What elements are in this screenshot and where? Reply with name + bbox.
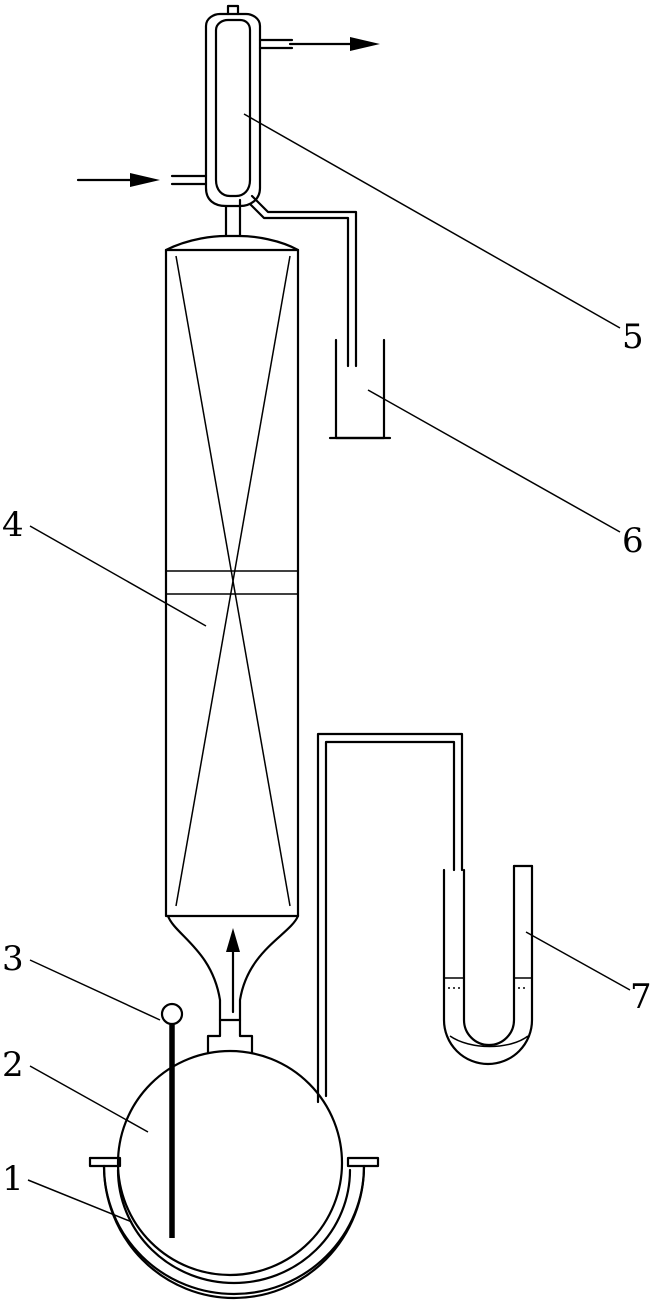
heating-mantle [88, 1156, 380, 1300]
label-5: 5 [622, 317, 644, 357]
label-6: 6 [622, 521, 644, 561]
u-tube-manometer [316, 732, 534, 1104]
receiver-vessel [328, 338, 392, 440]
packed-column [164, 234, 300, 918]
label-3: 3 [2, 939, 24, 979]
round-bottom-flask [116, 1018, 344, 1277]
thermometer [160, 1002, 184, 1238]
label-7: 7 [630, 977, 652, 1017]
column-neck [166, 914, 300, 1022]
label-1: 1 [2, 1159, 24, 1199]
condenser [76, 4, 380, 368]
label-2: 2 [2, 1045, 24, 1085]
label-4: 4 [2, 505, 24, 545]
leader-lines [27, 113, 631, 1223]
